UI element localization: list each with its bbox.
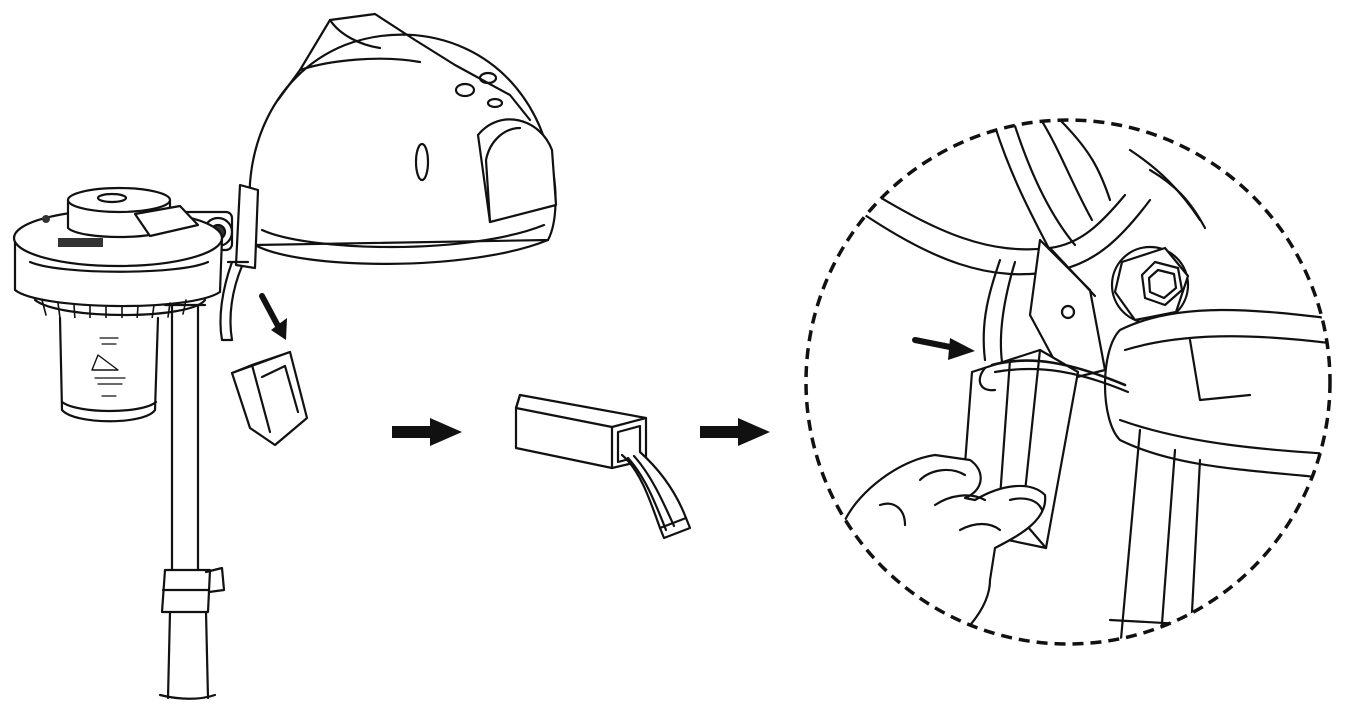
filter-holder-tab <box>220 262 248 340</box>
filter-cartridge-with-strip <box>516 395 690 538</box>
pointer-arrow-icon <box>262 296 287 340</box>
arrow-right-icon <box>700 418 770 446</box>
detail-circle <box>806 120 1330 644</box>
hex-bolt <box>1112 247 1188 323</box>
steamer-housing <box>1105 310 1330 480</box>
pointer-arrow-icon <box>915 338 975 360</box>
arrow-right-icon <box>392 418 462 446</box>
steamer-illustration <box>14 14 556 699</box>
hand <box>845 455 1045 644</box>
removed-filter-cartridge <box>232 352 307 445</box>
steamer-hood <box>249 14 556 264</box>
detail-view <box>806 110 1345 660</box>
steamer-base-body <box>14 188 222 321</box>
water-jar <box>60 318 158 421</box>
stand-pole <box>160 305 224 699</box>
